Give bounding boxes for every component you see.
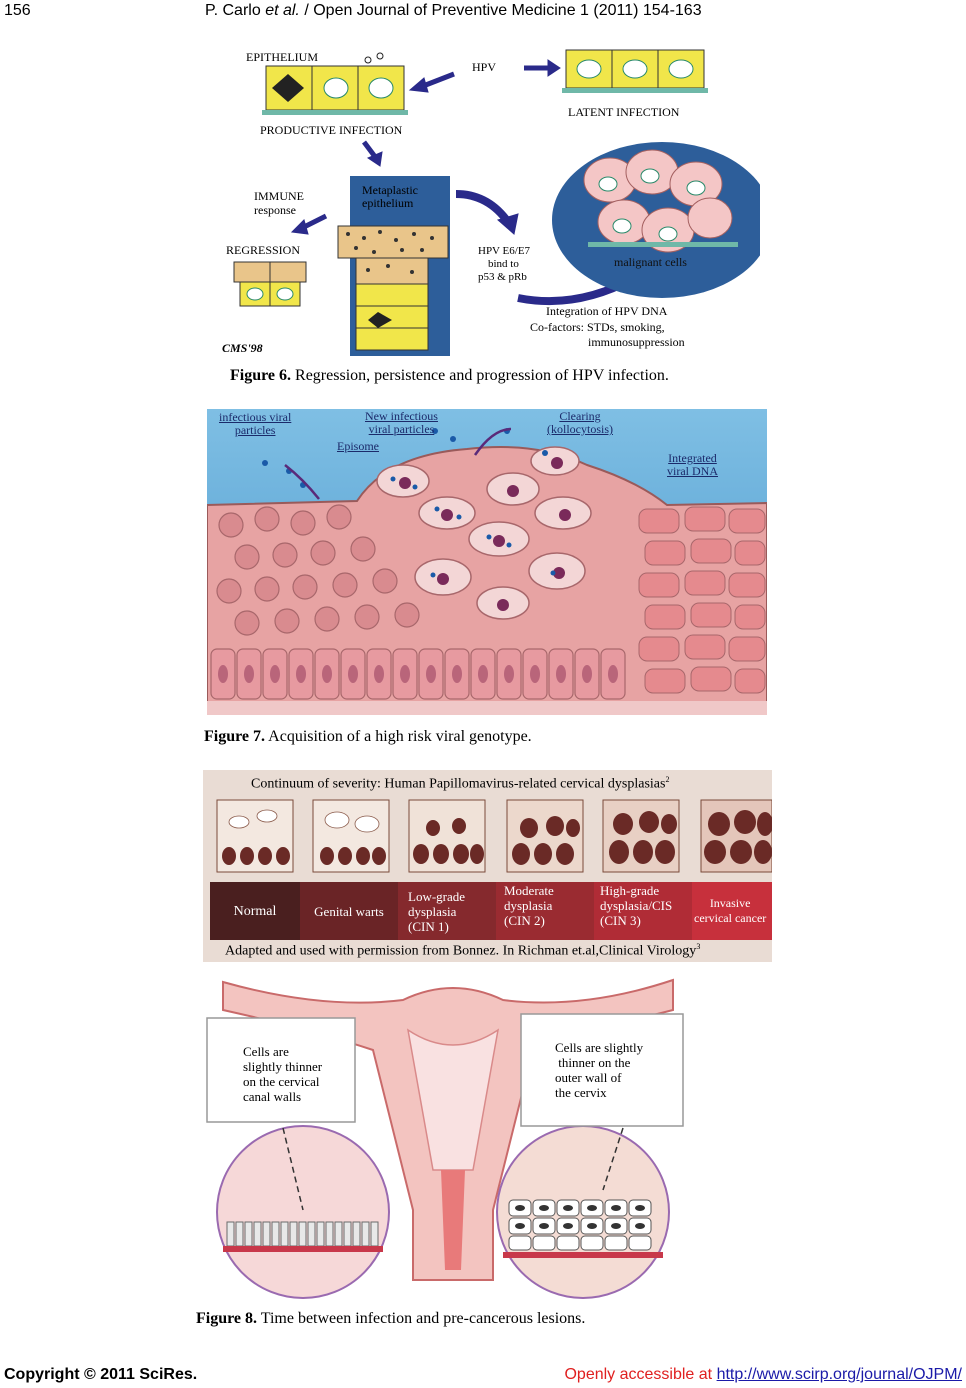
continuum-title: Continuum of severity: Human Papillomavi… — [251, 775, 670, 792]
header-journal: / Open Journal of Preventive Medicine 1 … — [304, 2, 702, 19]
figure-8-label: Figure 8. — [196, 1310, 258, 1327]
footer-openly: Openly accessible at — [564, 1366, 713, 1383]
continuum-panel: Continuum of severity: Human Papillomavi… — [203, 770, 772, 962]
box-right-line-3: outer wall of — [555, 1070, 622, 1085]
label-clearing: Clearing (kollocytosis) — [547, 409, 613, 436]
running-header: P. Carlo et al. / Open Journal of Preven… — [205, 2, 702, 20]
box-right-line-1: Cells are slightly — [555, 1040, 644, 1055]
label-metaplastic-2: epithelium — [362, 196, 414, 210]
box-left-line-4: canal walls — [243, 1089, 301, 1104]
epithelium-cells — [262, 52, 408, 115]
cervix-panel: Cells are slightly thinner on the cervic… — [203, 970, 703, 1300]
figure-7: infectious viral particles New infectiou… — [206, 409, 768, 716]
box-left-line-3: on the cervical — [243, 1074, 320, 1089]
integrated-region — [638, 506, 766, 694]
box-right-line-4: the cervix — [555, 1085, 607, 1100]
viral-particles — [262, 428, 556, 578]
figure-6-artwork: EPITHELIUM HPV LATENT INFECTION PRODUCTI… — [218, 44, 772, 356]
label-infectious: infectious viral particles — [219, 410, 292, 437]
box-left-line-1: Cells are — [243, 1044, 289, 1059]
header-etal: et al. — [265, 2, 300, 19]
label-malignant: malignant cells — [614, 255, 687, 269]
label-integrated: Integrated viral DNA — [667, 451, 718, 478]
metaplastic-column — [337, 225, 449, 351]
label-immune-1: IMMUNE — [254, 189, 304, 203]
label-productive: PRODUCTIVE INFECTION — [260, 123, 403, 137]
label-metaplastic-1: Metaplastic — [362, 183, 418, 197]
label-episome: Episome — [337, 439, 379, 453]
label-e6e7-1: HPV E6/E7 — [478, 245, 531, 257]
page-number: 156 — [4, 2, 31, 19]
box-right-line-2: thinner on the — [555, 1055, 631, 1070]
viral-dna-nuclei — [399, 457, 571, 611]
basal-layer — [210, 648, 626, 700]
latent-cells — [562, 49, 708, 93]
stage-normal: Normal — [210, 882, 300, 940]
figure-7-label: Figure 7. — [204, 728, 266, 745]
label-regression: REGRESSION — [226, 243, 300, 257]
label-e6e7-3: p53 & pRb — [478, 271, 527, 283]
figure-8-caption: Figure 8. Time between infection and pre… — [196, 1310, 585, 1328]
header-authors: P. Carlo — [205, 2, 261, 19]
signature: CMS'98 — [222, 341, 263, 355]
footer-url-link[interactable]: http://www.scirp.org/journal/OJPM/ — [716, 1366, 962, 1383]
label-cofactors-2: immunosuppression — [588, 335, 685, 349]
zoom-left — [216, 1125, 390, 1299]
figure-7-artwork — [206, 409, 768, 716]
figure-8-caption-text: Time between infection and pre-cancerous… — [260, 1310, 586, 1327]
figure-6-label: Figure 6. — [230, 367, 292, 384]
label-immune-2: response — [254, 203, 296, 217]
adapted-note: Adapted and used with permission from Bo… — [225, 942, 701, 959]
box-left-line-2: slightly thinner — [243, 1059, 323, 1074]
label-e6e7-2: bind to — [488, 258, 519, 270]
stage-genital-warts: Genital warts — [300, 882, 398, 940]
label-cofactors-1: Co-factors: STDs, smoking, — [530, 320, 665, 334]
footer-access: Openly accessible at http://www.scirp.or… — [564, 1366, 962, 1384]
label-epithelium: EPITHELIUM — [246, 50, 318, 64]
malignant-circle — [552, 142, 772, 298]
label-latent: LATENT INFECTION — [568, 105, 680, 119]
label-new-infectious: New infectious viral particles — [365, 409, 438, 436]
cervix-artwork: Cells are slightly thinner on the cervic… — [203, 970, 703, 1300]
figure-7-caption-text: Acquisition of a high risk viral genotyp… — [268, 728, 532, 745]
regression-cells — [233, 261, 307, 307]
figure-6-caption: Figure 6. Regression, persistence and pr… — [230, 367, 669, 385]
tissue-cells — [216, 504, 420, 636]
footer-copyright: Copyright © 2011 SciRes. — [4, 1366, 198, 1383]
figure-7-caption: Figure 7. Acquisition of a high risk vir… — [204, 728, 532, 746]
figure-6: EPITHELIUM HPV LATENT INFECTION PRODUCTI… — [218, 44, 772, 356]
label-integration: Integration of HPV DNA — [546, 304, 668, 318]
figure-6-caption-text: Regression, persistence and progression … — [295, 367, 669, 384]
label-hpv: HPV — [472, 60, 496, 74]
continuum-cells — [216, 799, 772, 873]
